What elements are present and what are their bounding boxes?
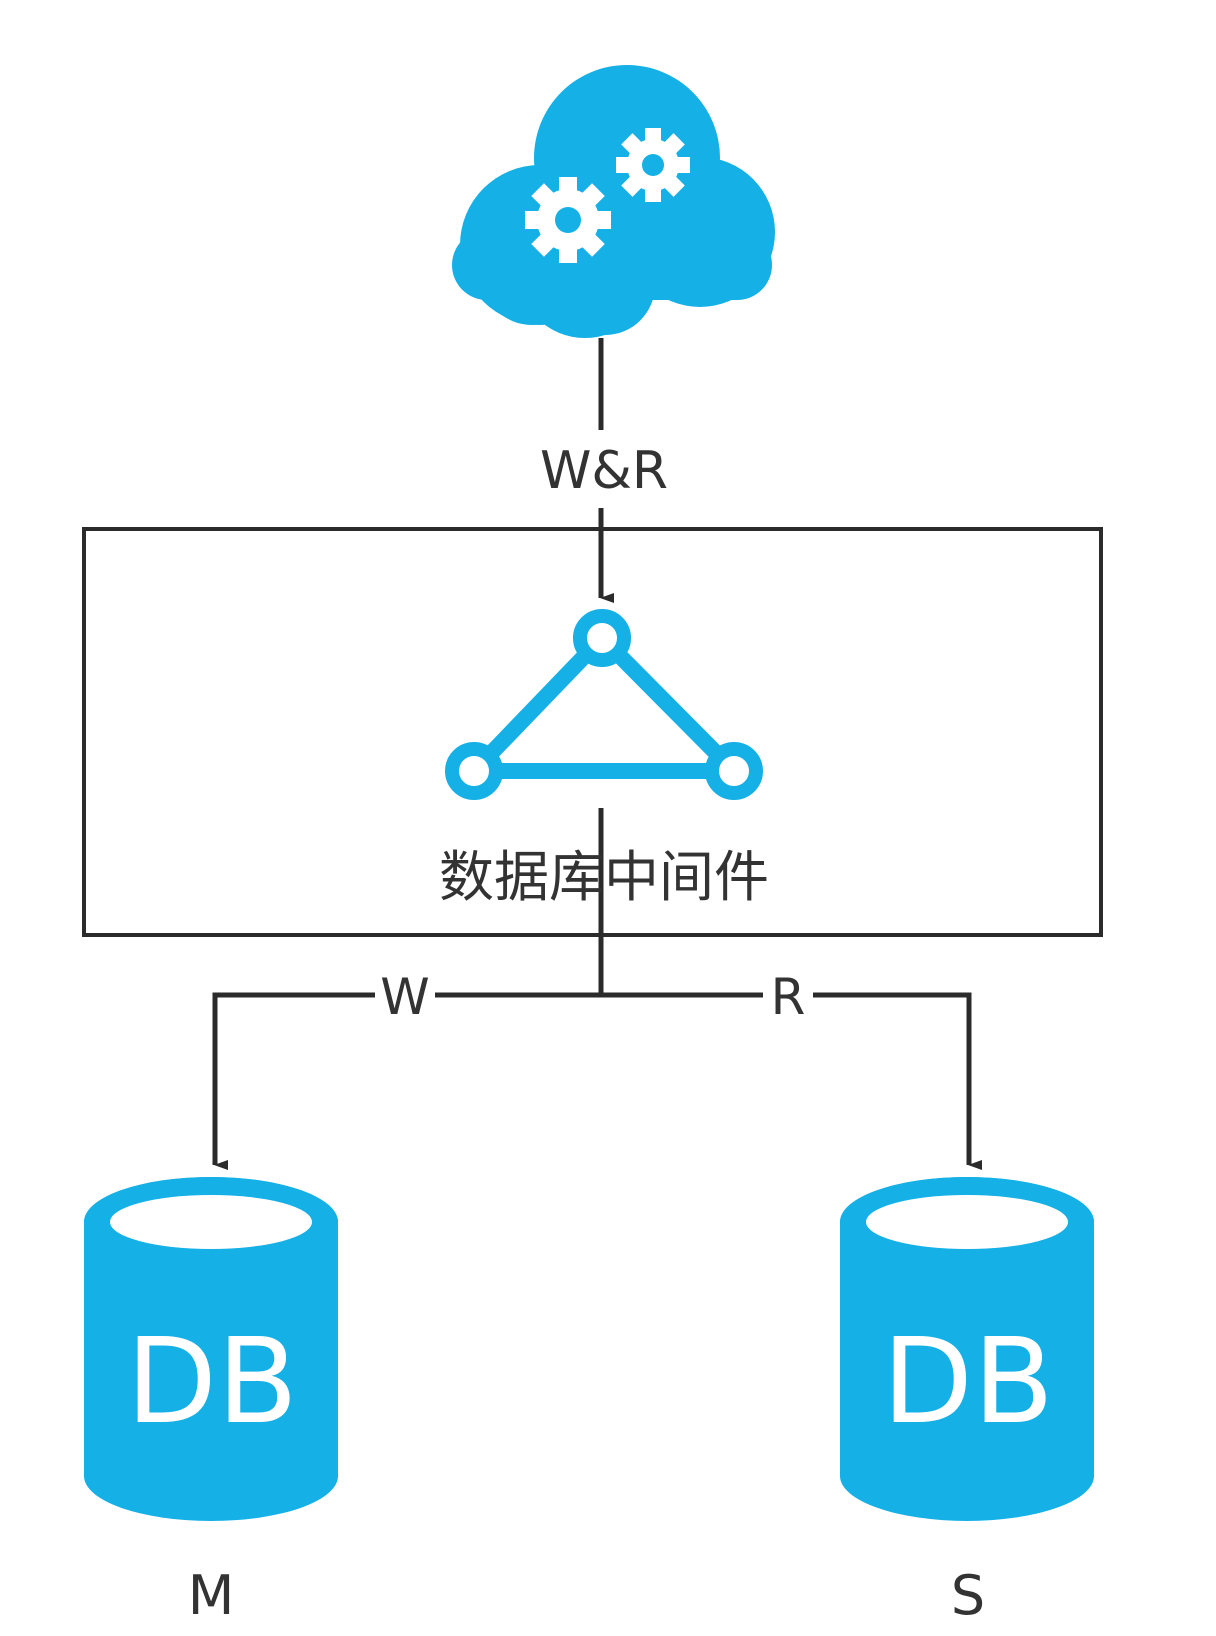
edge-cloud-to-middleware: W&R xyxy=(540,338,668,603)
master-db-text: DB xyxy=(126,1312,298,1450)
edge-label-w: W xyxy=(380,968,429,1026)
slave-label: S xyxy=(951,1564,985,1627)
database-icon-master: DB xyxy=(84,1177,338,1521)
edge-label-w-and-r: W&R xyxy=(540,441,668,501)
triangle-nodes-icon xyxy=(445,609,763,800)
edge-to-master: W xyxy=(212,968,601,1170)
middleware-label: 数据库中间件 xyxy=(439,845,769,909)
master-label: M xyxy=(188,1564,235,1627)
edge-to-slave: R xyxy=(601,968,982,1170)
cloud-gears-icon xyxy=(452,65,775,338)
database-icon-slave: DB xyxy=(840,1177,1094,1521)
edge-label-r: R xyxy=(771,968,806,1026)
slave-db-text: DB xyxy=(882,1312,1054,1450)
middleware-box xyxy=(82,527,1103,937)
